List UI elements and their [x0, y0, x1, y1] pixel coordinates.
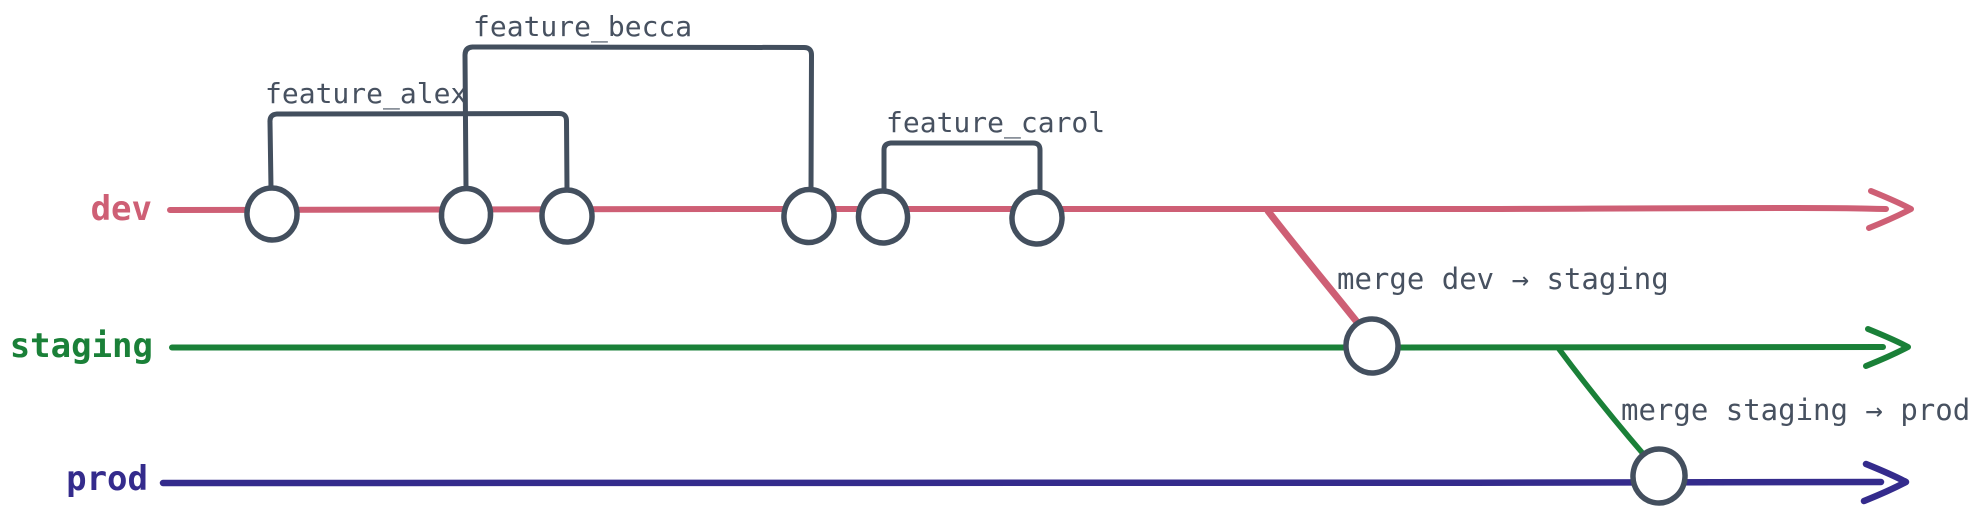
branch-prod: prod — [66, 459, 1910, 505]
staging-arrowhead-icon — [1863, 326, 1911, 369]
commit-node-2 — [438, 185, 494, 245]
branch-label-prod: prod — [66, 459, 148, 499]
branch-line-staging — [169, 343, 1886, 351]
feature-label-carol: feature_carol — [886, 106, 1105, 140]
feature-becca: feature_becca — [462, 10, 814, 194]
branch-line-prod — [159, 478, 1885, 487]
merge-staging-prod: merge staging → prod — [1621, 393, 1970, 506]
feature-label-becca: feature_becca — [473, 10, 692, 44]
merge-commit-staging — [1343, 316, 1401, 376]
branch-staging: staging — [10, 326, 1911, 459]
commit-node-3 — [539, 187, 595, 245]
commit-node-6 — [1009, 189, 1065, 247]
dev-commits — [244, 185, 1065, 247]
merge-dev-staging: merge dev → staging — [1337, 262, 1669, 376]
branch-label-dev: dev — [91, 189, 152, 229]
commit-node-5 — [855, 188, 911, 246]
feature-bracket-becca — [462, 44, 814, 194]
branch-label-staging: staging — [10, 326, 153, 366]
merge-commit-prod — [1630, 446, 1688, 506]
commit-node-4 — [781, 186, 837, 246]
commit-node-1 — [244, 185, 300, 243]
merge-edge-dev-staging — [1264, 207, 1361, 326]
feature-label-alex: feature_alex — [265, 77, 467, 111]
feature-alex: feature_alex — [265, 77, 570, 193]
merge-edge-staging-prod — [1556, 346, 1648, 459]
feature-bracket-carol — [881, 140, 1043, 195]
branch-line-dev — [167, 204, 1889, 213]
dev-arrowhead-icon — [1866, 188, 1914, 231]
feature-carol: feature_carol — [881, 106, 1105, 195]
merge-label-dev-staging: merge dev → staging — [1337, 262, 1669, 296]
feature-bracket-alex — [267, 111, 570, 193]
prod-arrowhead-icon — [1860, 460, 1910, 505]
merge-label-staging-prod: merge staging → prod — [1621, 393, 1970, 427]
branch-dev: dev — [91, 188, 1914, 326]
